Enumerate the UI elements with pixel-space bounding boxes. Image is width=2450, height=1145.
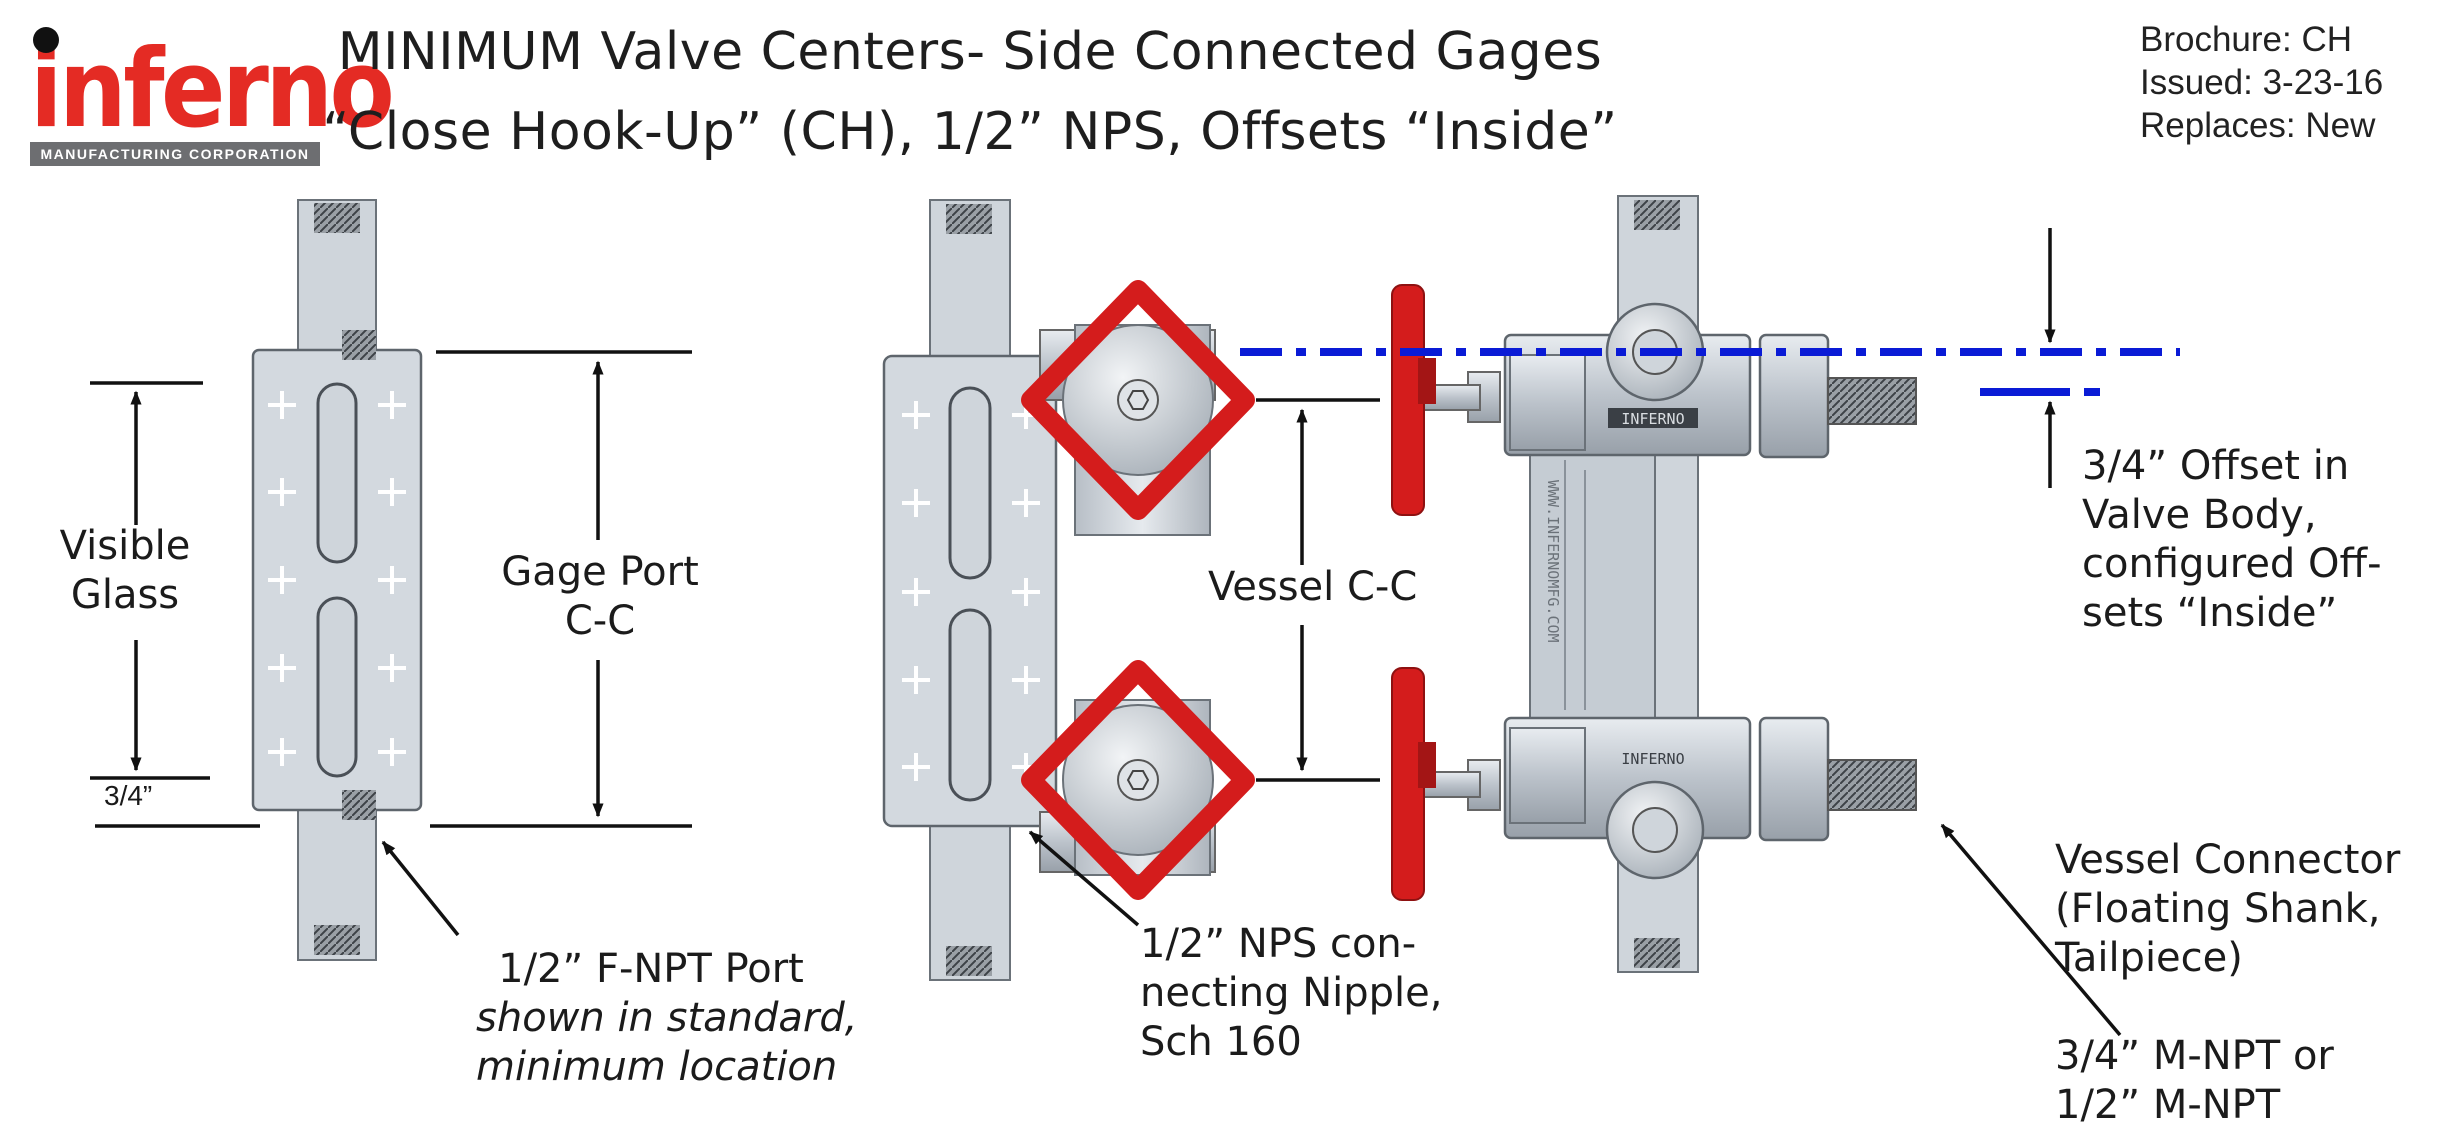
side-thread-top bbox=[946, 204, 992, 234]
port-thread-bottom bbox=[342, 790, 376, 820]
label-offset-line3: configured Off- bbox=[2082, 541, 2382, 587]
label-mnpt: 3/4” M-NPT or 1/2” M-NPT bbox=[2055, 1032, 2334, 1130]
vessel-cc-dimension bbox=[1028, 398, 1380, 927]
label-connector-line1: Vessel Connector bbox=[2055, 837, 2401, 883]
right-dimensions bbox=[1940, 228, 2122, 1037]
label-connector-line3: Tailpiece) bbox=[2055, 935, 2243, 981]
front-view-gage bbox=[251, 199, 423, 961]
lower-valve bbox=[1021, 660, 1255, 900]
upper-body-mark-text: INFERNO bbox=[1621, 410, 1684, 428]
right-valve-assembly: WWW.INFERNOMFG.COM INFERNO INFERNO bbox=[1391, 195, 1917, 973]
label-offset: 3/4” Offset in Valve Body, configured Of… bbox=[2082, 442, 2382, 638]
meta-replaces: Replaces: New bbox=[2140, 106, 2376, 145]
logo-wordmark: inferno bbox=[30, 27, 395, 152]
label-fnpt-line1: 1/2” F-NPT Port bbox=[498, 946, 804, 992]
diamond-handwheel-upper bbox=[1021, 280, 1255, 520]
label-vessel-cc: Vessel C-C bbox=[1208, 564, 1418, 610]
glass-slot-lower bbox=[316, 596, 358, 778]
label-offset-line2: Valve Body, bbox=[2082, 492, 2317, 538]
side-slot-lower bbox=[948, 608, 992, 802]
lower-connector-nut bbox=[1758, 716, 1830, 842]
side-gage bbox=[882, 199, 1216, 981]
meta-brochure: Brochure: CH bbox=[2140, 20, 2353, 59]
port-thread-top bbox=[342, 330, 376, 360]
side-thread-bottom bbox=[946, 946, 992, 976]
bolt-crosses-left bbox=[268, 391, 406, 766]
label-gage-port-cc: Gage Port C-C bbox=[475, 548, 725, 646]
lower-tailpiece bbox=[1827, 759, 1917, 811]
upper-valve bbox=[1021, 280, 1255, 536]
left-dimensions bbox=[90, 350, 692, 937]
body-side-mark: WWW.INFERNOMFG.COM bbox=[1544, 480, 1562, 643]
label-visible-glass-line1: Visible bbox=[59, 523, 191, 569]
label-offset-line1: 3/4” Offset in bbox=[2082, 443, 2350, 489]
gage-cover-plate bbox=[251, 348, 423, 812]
lower-body-mark-text: INFERNO bbox=[1621, 750, 1684, 768]
label-mnpt-line2: 1/2” M-NPT bbox=[2055, 1082, 2281, 1128]
meta-issued: Issued: 3-23-16 bbox=[2140, 63, 2384, 102]
label-nipple-line1: 1/2” NPS con- bbox=[1140, 921, 1417, 967]
label-fnpt-line2: shown in standard, bbox=[476, 995, 858, 1041]
thread-bottom bbox=[314, 925, 360, 955]
label-fnpt-port: 1/2” F-NPT Port shown in standard, minim… bbox=[476, 945, 858, 1092]
label-gage-port-line1: Gage Port bbox=[501, 549, 699, 595]
diamond-handwheel-lower bbox=[1021, 660, 1255, 900]
title-line-2: “Close Hook-Up” (CH), 1/2” NPS, Offsets … bbox=[322, 102, 1618, 162]
label-offset-line4: sets “Inside” bbox=[2082, 590, 2338, 636]
label-vessel-connector: Vessel Connector (Floating Shank, Tailpi… bbox=[2055, 836, 2400, 983]
label-visible-glass-line2: Glass bbox=[70, 572, 180, 618]
label-connector-line2: (Floating Shank, bbox=[2055, 886, 2381, 932]
logo-tagline: MANUFACTURING CORPORATION bbox=[30, 142, 320, 166]
title-line-1: MINIMUM Valve Centers- Side Connected Ga… bbox=[337, 22, 1603, 82]
label-mnpt-line1: 3/4” M-NPT or bbox=[2055, 1033, 2334, 1079]
glass-slot-upper bbox=[316, 382, 358, 564]
label-nipple: 1/2” NPS con- necting Nipple, Sch 160 bbox=[1140, 920, 1442, 1067]
label-fnpt-line3: minimum location bbox=[476, 1044, 838, 1090]
label-nipple-line2: necting Nipple, bbox=[1140, 970, 1443, 1016]
upper-tailpiece bbox=[1827, 377, 1917, 425]
label-nipple-line3: Sch 160 bbox=[1140, 1019, 1302, 1065]
side-gage-plate bbox=[882, 354, 1058, 828]
logo-dot bbox=[33, 27, 59, 53]
label-gage-port-line2: C-C bbox=[564, 598, 636, 644]
offset-centerlines bbox=[1240, 348, 2180, 396]
label-visible-glass: Visible Glass bbox=[40, 522, 210, 620]
side-slot-upper bbox=[948, 386, 992, 580]
label-three-quarter: 3/4” bbox=[104, 780, 153, 811]
upper-body-mark bbox=[1608, 408, 1698, 428]
thread-top bbox=[314, 203, 360, 233]
